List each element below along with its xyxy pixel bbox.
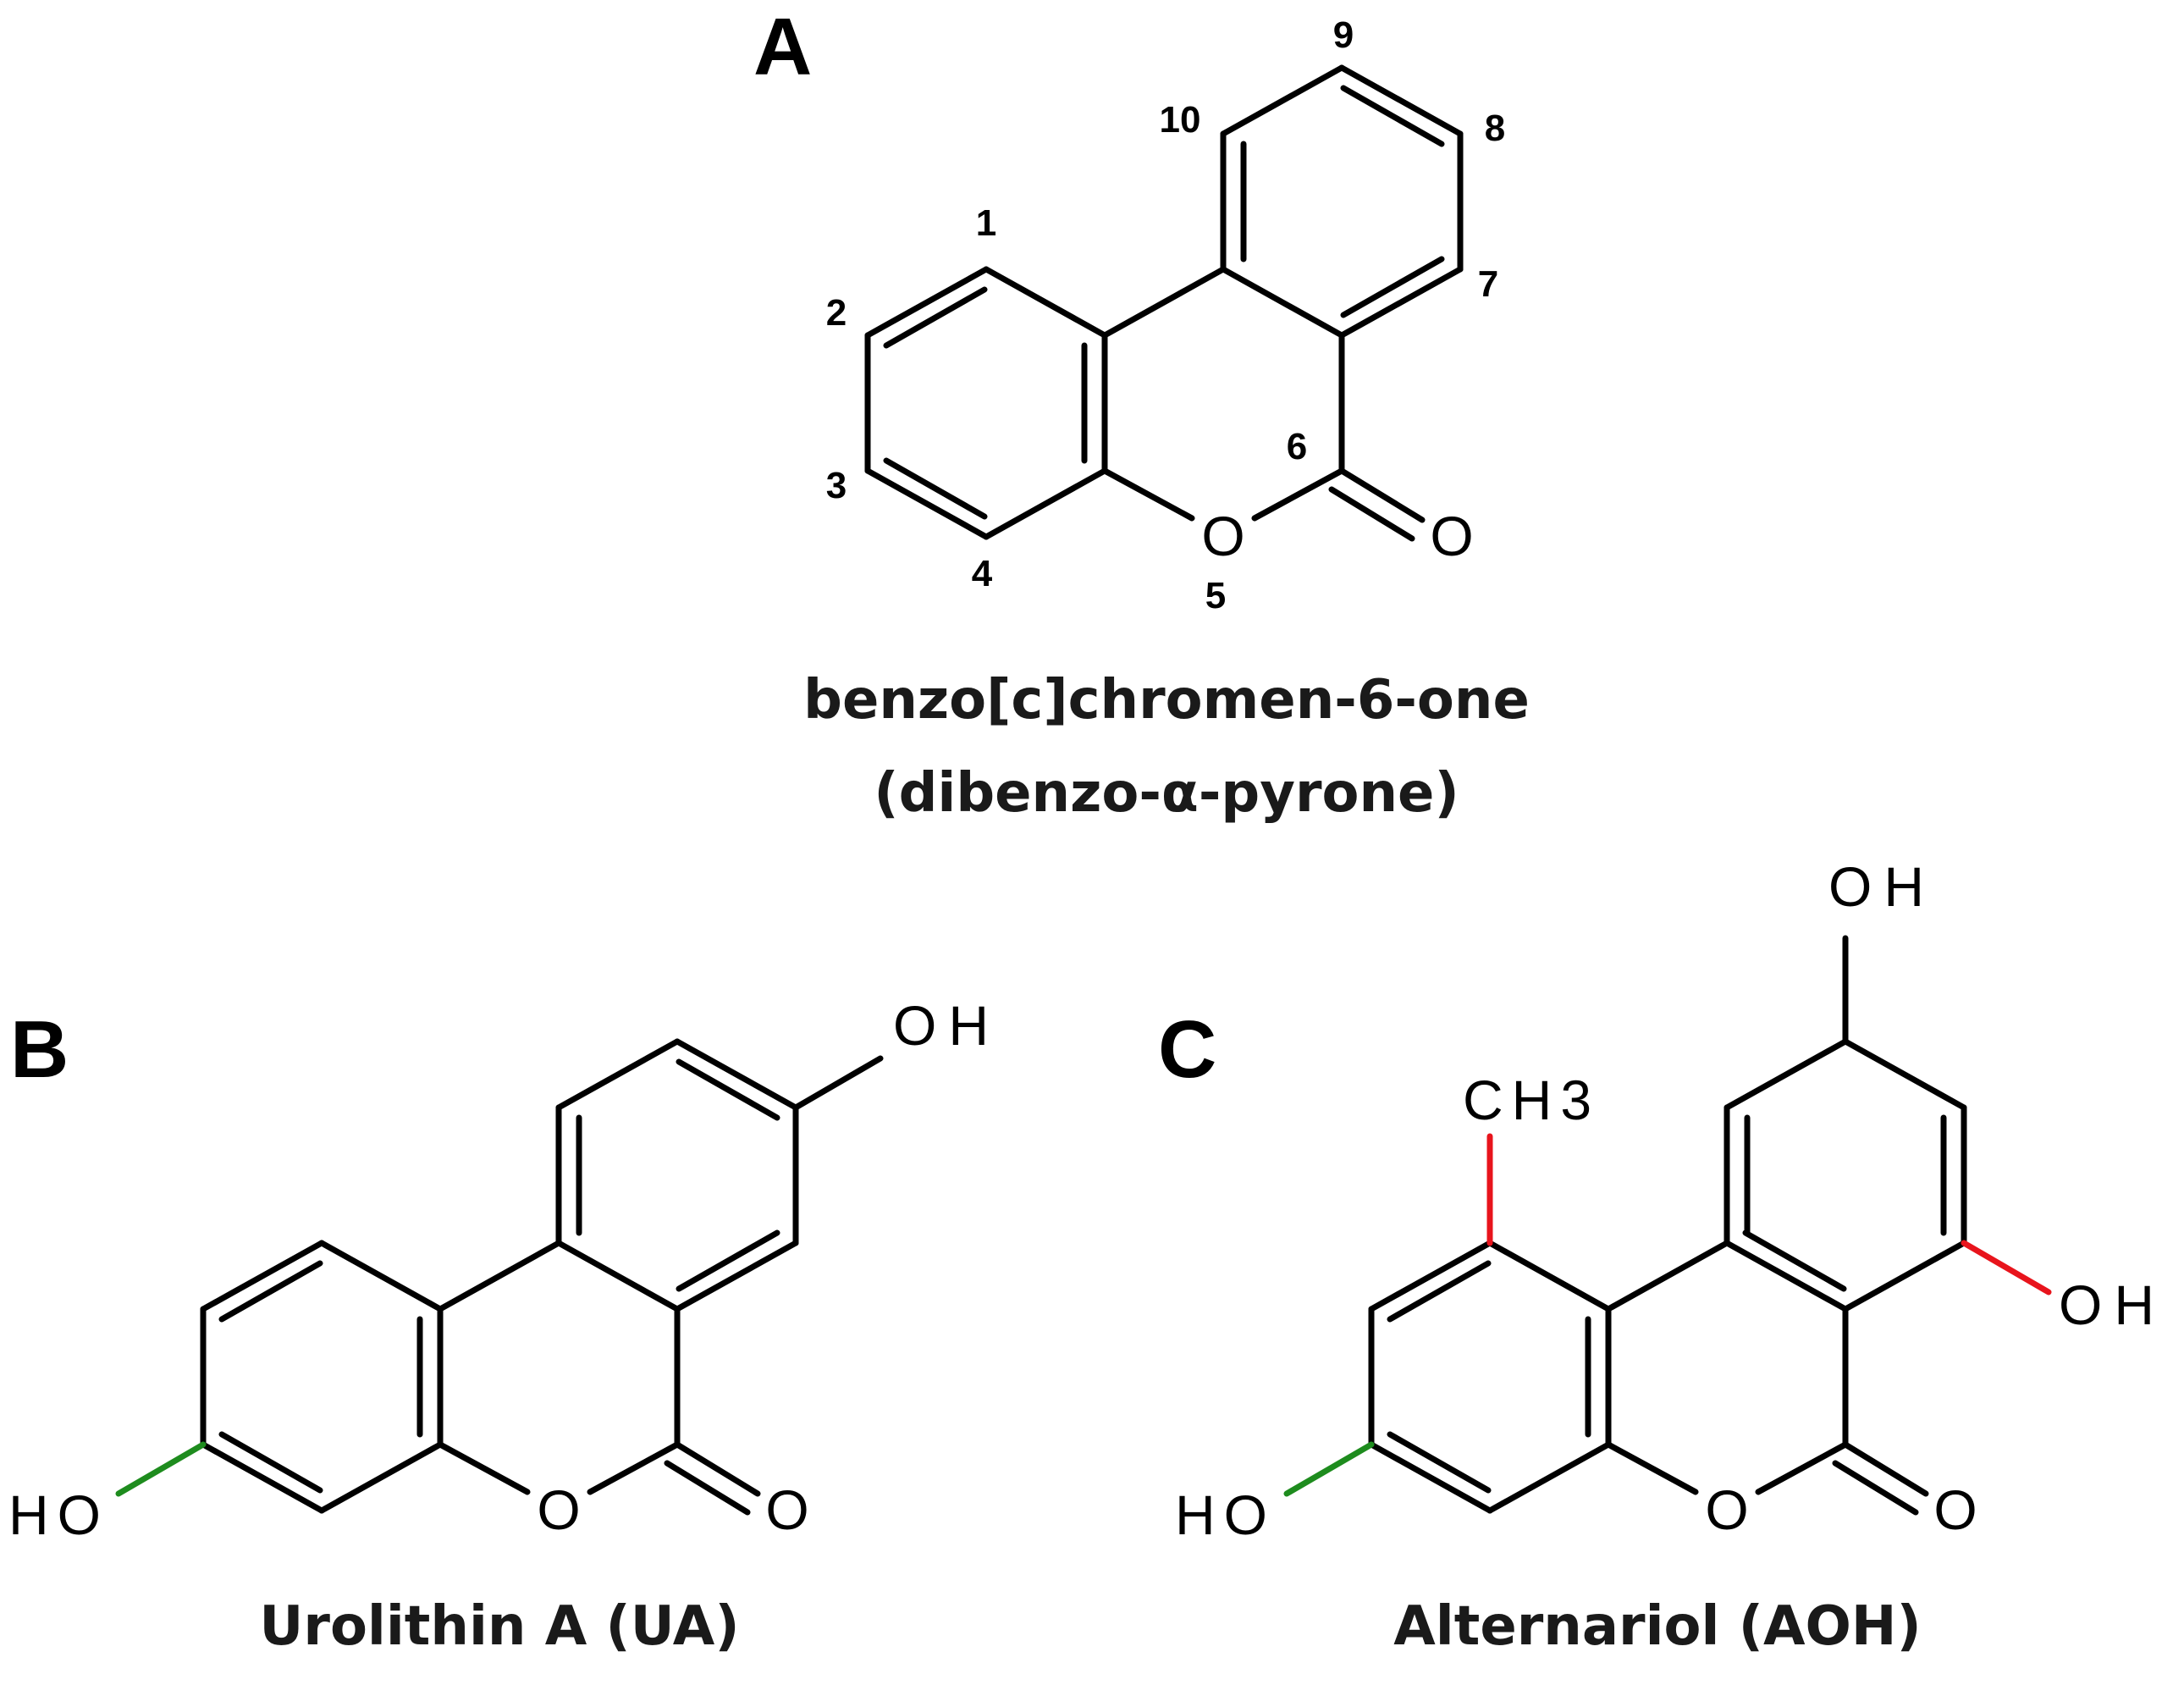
panel-a-ring-oxygen: O [1201, 505, 1244, 567]
panel-c-ho-bond [1283, 1441, 1375, 1497]
panel-c-label: C [1158, 1004, 1216, 1095]
panel-a-caption-line2: (dibenzo-α-pyrone) [874, 762, 1459, 825]
panel-b: B [8, 994, 1001, 1658]
panel-c-ho-label: HO [1175, 1483, 1276, 1546]
panel-c-oh-top-label: OH [1828, 855, 1936, 918]
position-10: 10 [1160, 99, 1201, 141]
panel-b-bonds [200, 1038, 884, 1516]
position-3: 3 [826, 465, 847, 506]
panel-b-caption: Urolithin A (UA) [259, 1595, 739, 1658]
position-7: 7 [1478, 263, 1498, 305]
panel-a-carbonyl-oxygen: O [1430, 505, 1473, 567]
panel-a-caption-line1: benzo[c]chromen-6-one [803, 669, 1530, 732]
panel-a: A [753, 2, 1530, 825]
panel-c-ch3-label: CH3 [1463, 1069, 1600, 1131]
panel-c-carbonyl-oxygen: O [1933, 1478, 1977, 1541]
position-2: 2 [826, 292, 847, 334]
panel-c-bonds [1368, 935, 1967, 1516]
panel-c-caption: Alternariol (AOH) [1393, 1595, 1921, 1658]
position-1: 1 [976, 202, 996, 244]
panel-b-ring-oxygen: O [537, 1478, 580, 1541]
panel-b-ho-label: HO [8, 1483, 109, 1546]
position-4: 4 [972, 553, 993, 594]
panel-a-label: A [753, 2, 812, 92]
position-5: 5 [1205, 575, 1226, 616]
panel-c: C [1158, 855, 2166, 1658]
position-6: 6 [1287, 426, 1307, 467]
panel-b-oh-label: OH [893, 994, 1001, 1057]
panel-a-bonds [864, 64, 1464, 542]
panel-b-label: B [10, 1004, 69, 1095]
position-8: 8 [1485, 108, 1505, 149]
panel-b-carbonyl-oxygen: O [765, 1478, 808, 1541]
position-9: 9 [1333, 14, 1354, 56]
panel-b-ho-bond [115, 1441, 207, 1497]
panel-c-ring-oxygen: O [1705, 1478, 1748, 1541]
panel-c-oh-right-label: OH [2059, 1273, 2166, 1336]
panel-c-oh-right-bond [1961, 1240, 2052, 1296]
